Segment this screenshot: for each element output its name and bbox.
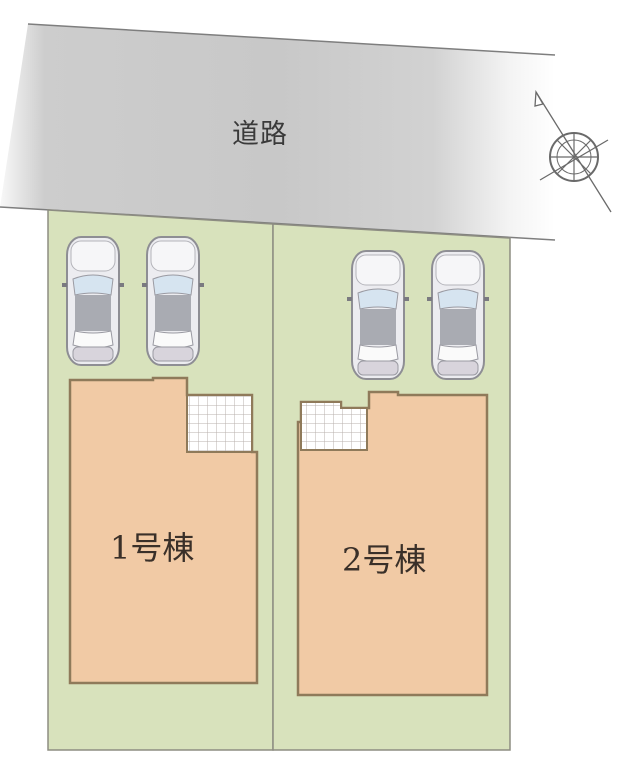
terrace-1	[186, 394, 253, 453]
north-arrow-compass-icon	[534, 89, 612, 213]
car-icon	[346, 250, 410, 380]
road-top-edge	[27, 23, 556, 56]
terrace-2	[300, 401, 368, 451]
car-icon	[141, 236, 205, 366]
building-1	[68, 376, 259, 685]
car-icon	[61, 236, 125, 366]
car-icon	[426, 250, 490, 380]
building-1-label: 1号棟	[110, 529, 195, 567]
road	[0, 23, 556, 241]
building-2	[296, 390, 489, 697]
building-2-label: 2号棟	[342, 541, 427, 579]
road-label: 道路	[232, 119, 288, 150]
